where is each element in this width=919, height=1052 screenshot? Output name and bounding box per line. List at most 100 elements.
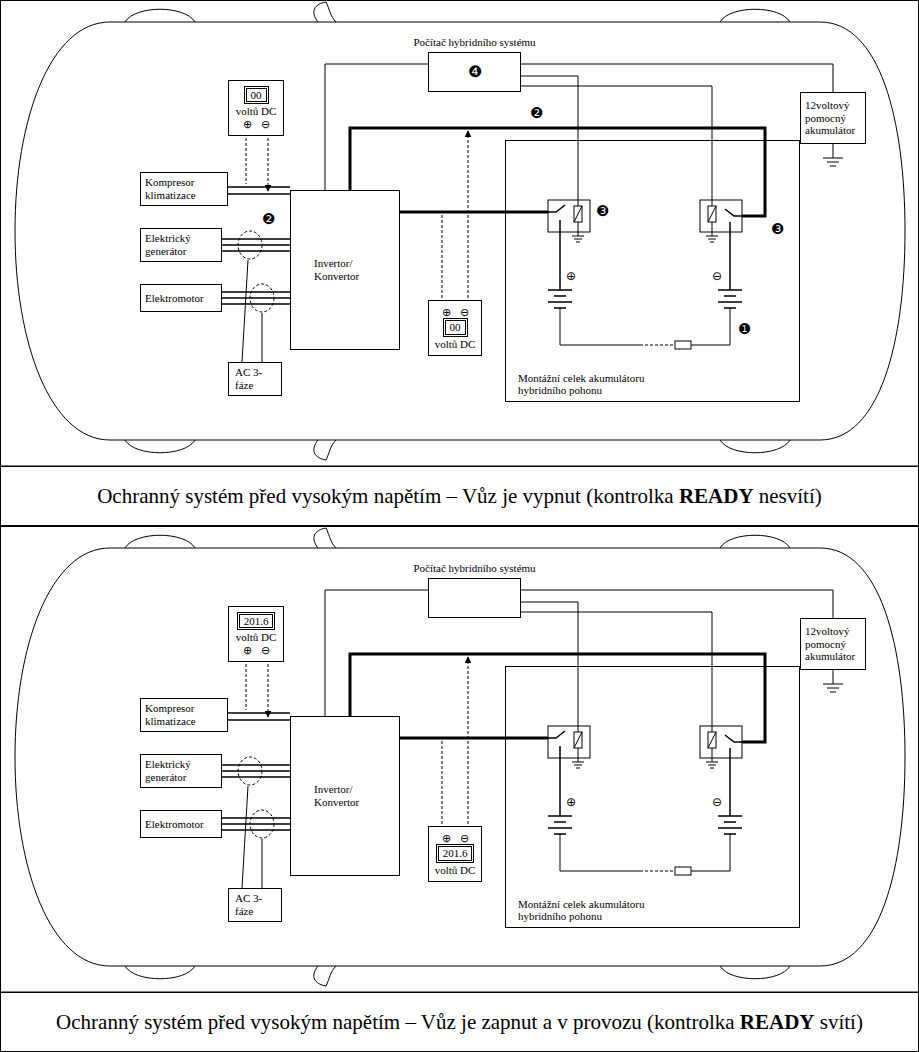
polarity-sign: ⊕ (566, 270, 576, 282)
panel-frame (1, 1, 919, 467)
voltmeter-box: ⊕⊖201.6voltů DC (428, 826, 482, 882)
box-text: voltů DC (236, 631, 277, 644)
inverter-box: Invertor/ Konvertor (290, 716, 400, 876)
box-text: READY (740, 1010, 815, 1034)
box-text: voltů DC (435, 864, 476, 877)
battery-12v-box: 12voltový pomocný akumulátor (800, 92, 866, 144)
component-box: Elektrický generátor (140, 228, 222, 262)
car-outline (15, 22, 905, 440)
meter-probe (442, 131, 468, 298)
wire (222, 770, 290, 772)
box-text: Kompresor klimatizace (145, 176, 223, 201)
box-text: Kompresor klimatizace (145, 702, 223, 727)
box-text: Invertor/ Konvertor (314, 783, 376, 808)
caption-cell: Ochranný systém před vysokým napětím – V… (0, 466, 919, 526)
panel-drawing (1, 527, 919, 993)
box-text: Elektrický generátor (145, 758, 217, 783)
box-text: ⊖ (261, 118, 270, 131)
wire (521, 612, 712, 666)
wire (350, 654, 765, 716)
box-text: Montážní celek akumulátoru hybridního po… (518, 898, 693, 923)
box-text: ⊖ (460, 306, 469, 319)
polarity-sign: ⊖ (712, 270, 722, 282)
box-text: ⊕ (442, 306, 451, 319)
relay-switch (725, 209, 742, 290)
service-plug (675, 341, 691, 349)
hv-battery-box: Montážní celek akumulátoru hybridního po… (505, 140, 800, 402)
wire (228, 712, 290, 714)
wire (400, 737, 505, 740)
callout-number: ❸ (596, 204, 609, 219)
box-text: svítí) (820, 1010, 863, 1034)
wheel-arch (125, 9, 790, 453)
voltmeter-box: 00voltů DC⊕⊖ (228, 80, 284, 136)
box-text: ⊕ (442, 832, 451, 845)
box-text: ⊕ (243, 644, 252, 657)
wire (521, 86, 712, 140)
box-text: ❹ (468, 63, 482, 81)
box-heading: Počítač hybridního systému (413, 36, 535, 49)
relay-switch (548, 205, 565, 290)
box-text: Elektromotor (145, 292, 204, 305)
meter-probe (246, 138, 268, 191)
box-text: voltů DC (435, 338, 476, 351)
ground-symbol (706, 200, 718, 242)
voltmeter-box: ⊕ ⊖00voltů DC (428, 300, 482, 356)
ground-symbol (572, 200, 584, 242)
polarity-sign: ⊖ (712, 796, 722, 808)
component-box: Elektromotor (140, 284, 222, 312)
box-text: 00 (244, 86, 269, 105)
computer-box: Počítač hybridního systému (428, 578, 521, 618)
ground-symbol (823, 144, 843, 166)
box-text: 12voltový pomocný akumulátor (805, 625, 861, 663)
box-text: Ochranný systém před vysokým napětím – V… (97, 484, 673, 508)
box-text: AC 3-fáze (235, 366, 275, 391)
callout-number: ❶ (738, 322, 751, 337)
wire (222, 823, 290, 825)
wire (521, 64, 833, 92)
component-box: Kompresor klimatizace (140, 172, 228, 206)
box-text: ⊖ (261, 644, 270, 657)
battery-link (640, 345, 675, 346)
callout-number: ❷ (530, 106, 543, 121)
hv-wire (505, 140, 765, 216)
box-text: ⊖ (460, 832, 469, 845)
inverter-box: Invertor/ Konvertor (290, 190, 400, 350)
battery-12v-box: 12voltový pomocný akumulátor (800, 618, 866, 670)
wire (222, 297, 290, 299)
box-text: 00 (443, 318, 468, 337)
callout-number: ❷ (262, 212, 275, 227)
battery-link (560, 308, 730, 345)
callout-number: ❸ (771, 222, 784, 237)
relay (548, 200, 590, 232)
box-text: Elektrický generátor (145, 232, 217, 257)
panel-drawing (1, 1, 919, 467)
compressor-wire (228, 193, 290, 195)
component-box: Elektrický generátor (140, 754, 222, 788)
wire (228, 186, 290, 188)
box-text: READY (679, 484, 754, 508)
wire (350, 128, 765, 190)
wire (400, 211, 505, 214)
box-text: Elektromotor (145, 818, 204, 831)
leader-line (242, 260, 262, 362)
box-text: AC 3-fáze (235, 892, 275, 917)
box-text: nesvítí) (759, 484, 822, 508)
control-wire (578, 140, 712, 200)
polarity-sign: ⊕ (566, 796, 576, 808)
computer-box: Počítač hybridního systému❹ (428, 52, 521, 92)
caption-cell: Ochranný systém před vysokým napětím – V… (0, 992, 919, 1052)
box-text: Ochranný systém před vysokým napětím – V… (56, 1010, 734, 1034)
box-heading: Počítač hybridního systému (413, 562, 535, 575)
battery-cell (548, 290, 742, 308)
wire (222, 244, 290, 246)
component-box: Elektromotor (140, 810, 222, 838)
hv-battery-box: Montážní celek akumulátoru hybridního po… (505, 666, 800, 928)
phase-wire (222, 239, 290, 304)
callout-box: AC 3-fáze (228, 362, 282, 396)
box-text: Montážní celek akumulátoru hybridního po… (518, 372, 693, 397)
box-text: 201.6 (237, 612, 276, 631)
box-text: Invertor/ Konvertor (314, 257, 376, 282)
callout-box: AC 3-fáze (228, 888, 282, 922)
